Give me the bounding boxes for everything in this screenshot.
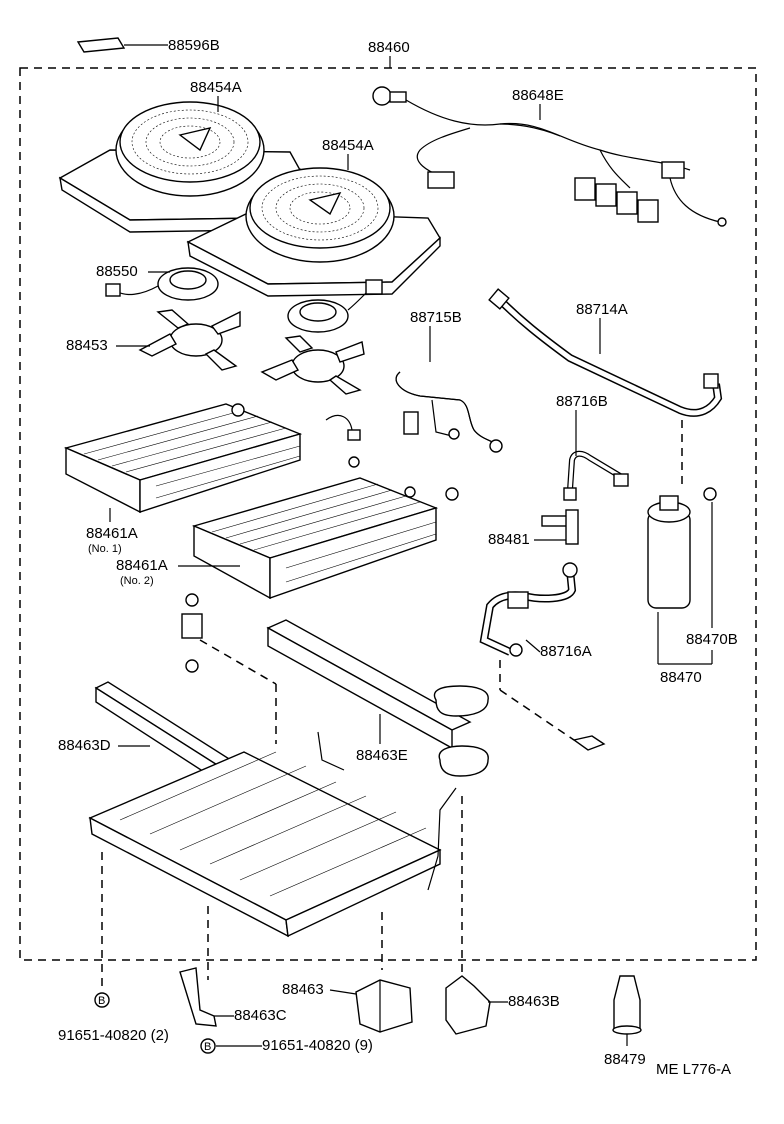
- evaporator-frame: [88, 731, 457, 938]
- label-88716a: 88716A: [540, 643, 592, 660]
- label-88481: 88481: [488, 531, 530, 548]
- bolt-mark-1: B: [94, 992, 110, 1008]
- pipe-88716b: [563, 450, 629, 501]
- valve-88481: [541, 509, 579, 545]
- label-88470b: 88470B: [686, 631, 738, 648]
- label-88714a: 88714A: [576, 301, 628, 318]
- label-88454a-2: 88454A: [322, 137, 374, 154]
- pipe-88715b: [395, 371, 503, 453]
- fan-motor-2: [287, 279, 383, 333]
- pipe-88716a: [479, 562, 578, 657]
- fitting: [445, 487, 459, 501]
- label-88596b: 88596B: [168, 37, 220, 54]
- fitting: [404, 486, 416, 498]
- fitting: [231, 403, 245, 417]
- fan-shroud-2: [186, 167, 441, 297]
- label-88461a-1: 88461A: [86, 525, 138, 542]
- label-88463: 88463: [282, 981, 324, 998]
- label-88470: 88470: [660, 669, 702, 686]
- fitting: [348, 456, 360, 468]
- svg-text:B: B: [204, 1041, 211, 1053]
- receiver-dryer: [647, 487, 717, 609]
- label-88463e: 88463E: [356, 747, 408, 764]
- assembly-boundary: [19, 67, 757, 961]
- mount-bushing: [181, 593, 203, 673]
- fan-motor-1: [105, 267, 219, 301]
- condenser-no2: [191, 477, 439, 600]
- reference-code: ME L776-A: [656, 1061, 731, 1078]
- small-bracket: [572, 735, 606, 751]
- label-88461a-2-note: (No. 2): [120, 575, 154, 587]
- condenser-no1: [63, 403, 303, 514]
- svg-text:B: B: [98, 995, 105, 1007]
- label-bolt-2: 91651-40820 (9): [262, 1037, 373, 1054]
- label-88463b: 88463B: [508, 993, 560, 1010]
- grommet-88479: [612, 975, 642, 1046]
- label-88715b: 88715B: [410, 309, 462, 326]
- label-88463c: 88463C: [234, 1007, 287, 1024]
- fan-blade-1: [138, 309, 241, 371]
- bracket-88463e: [266, 619, 489, 777]
- label-88461a-2: 88461A: [116, 557, 168, 574]
- bolt-mark-2: B: [200, 1038, 216, 1054]
- label-88550: 88550: [96, 263, 138, 280]
- label-88463d: 88463D: [58, 737, 111, 754]
- label-plate-part: [76, 37, 168, 53]
- pipe-88714a: [488, 288, 723, 417]
- label-88648e: 88648E: [512, 87, 564, 104]
- label-88454a-1: 88454A: [190, 79, 242, 96]
- bracket-88463: [355, 979, 413, 1033]
- bracket-88463c: [179, 967, 217, 1027]
- label-88460: 88460: [368, 39, 410, 56]
- fan-blade-2: [260, 335, 365, 395]
- wiring-harness: [372, 86, 727, 227]
- label-88716b: 88716B: [556, 393, 608, 410]
- bracket-88463b: [445, 975, 491, 1035]
- label-bolt-1: 91651-40820 (2): [58, 1027, 169, 1044]
- label-88479: 88479: [604, 1051, 646, 1068]
- label-88453: 88453: [66, 337, 108, 354]
- label-88461a-1-note: (No. 1): [88, 543, 122, 555]
